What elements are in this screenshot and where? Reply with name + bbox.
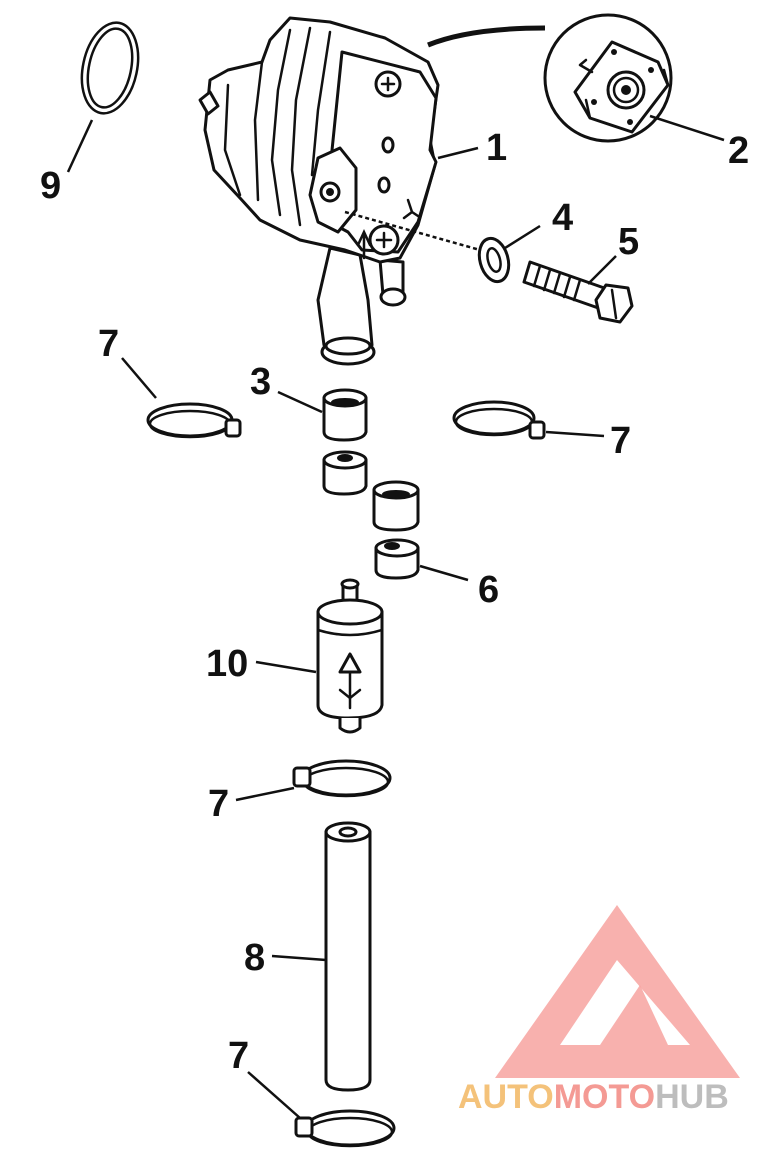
callout-2: 2 — [728, 130, 749, 172]
watermark-auto: AUTO — [458, 1078, 554, 1116]
watermark-text: AUTOMOTOHUB — [458, 1078, 729, 1116]
callout-7-middle: 7 — [208, 783, 229, 825]
callout-4: 4 — [552, 197, 573, 239]
hose-piece-part-6 — [372, 480, 420, 580]
washer-part — [477, 236, 511, 284]
fuel-hose-part — [324, 821, 372, 1092]
callout-7-upper-left: 7 — [98, 323, 119, 365]
callout-labels: 1 2 3 4 5 6 7 7 7 7 8 9 10 — [40, 127, 749, 1077]
callout-8: 8 — [244, 937, 265, 979]
callout-5: 5 — [618, 221, 639, 263]
watermark-hub: HUB — [655, 1078, 729, 1116]
fuel-pump-part — [198, 16, 440, 366]
callout-3: 3 — [250, 361, 271, 403]
leader-lines — [66, 114, 725, 1119]
bolt-part — [522, 260, 634, 324]
watermark-moto: MOTO — [554, 1078, 655, 1116]
fuel-filter-part — [316, 578, 384, 734]
clamp-part — [146, 400, 546, 1148]
callout-10: 10 — [206, 643, 248, 685]
callout-9: 9 — [40, 165, 61, 207]
watermark-logo — [495, 905, 740, 1078]
o-ring-part — [80, 21, 140, 115]
svg-text:AUTOMOTOHUB: AUTOMOTOHUB — [458, 1078, 729, 1116]
diaphragm-inset — [543, 13, 673, 143]
hose-piece-part — [322, 388, 368, 496]
callout-7-upper-right: 7 — [610, 420, 631, 462]
callout-7-bottom: 7 — [228, 1035, 249, 1077]
callout-6: 6 — [478, 569, 499, 611]
callout-1: 1 — [486, 127, 507, 169]
